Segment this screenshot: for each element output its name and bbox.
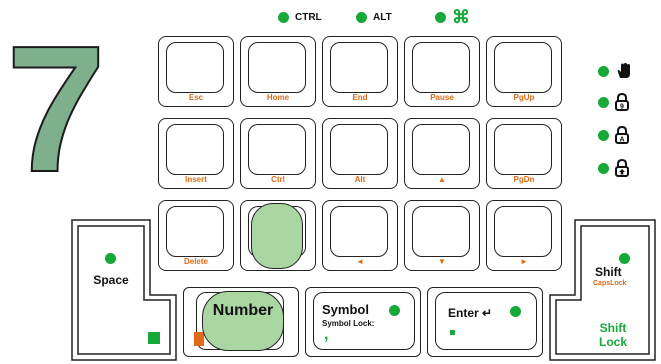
symbol-keycap xyxy=(313,292,415,350)
key-esc[interactable]: Esc xyxy=(158,36,234,107)
status-led-icon xyxy=(598,65,609,77)
space-label: Space xyxy=(93,273,129,287)
enter-key[interactable]: Enter ↵ xyxy=(427,287,543,357)
key-label: ► xyxy=(520,257,528,266)
svg-text:A: A xyxy=(619,137,624,144)
alt-label: ALT xyxy=(373,11,392,23)
keycap xyxy=(248,124,306,175)
key-[interactable]: ▲ xyxy=(404,118,480,189)
keycap xyxy=(494,42,552,93)
key-label: ◄ xyxy=(356,257,364,266)
key-pgdn[interactable]: PgDn xyxy=(486,118,562,189)
keycap xyxy=(166,124,224,175)
shift-label: Shift xyxy=(595,265,622,279)
layer-lock-icon: 9 xyxy=(615,93,629,111)
enter-keycap xyxy=(435,292,537,350)
status-led-icon xyxy=(598,162,609,174)
number-key[interactable]: Number xyxy=(183,287,299,357)
key-pgup[interactable]: PgUp xyxy=(486,36,562,107)
number-label: Number xyxy=(212,302,274,319)
status-shift-lock xyxy=(598,159,638,177)
key-pause[interactable]: Pause xyxy=(404,36,480,107)
ctrl-led-icon xyxy=(278,11,289,23)
key-label: Esc xyxy=(188,93,204,102)
key-label: Delete xyxy=(183,257,208,266)
key-[interactable]: ► xyxy=(486,200,562,271)
symbol-led-icon xyxy=(389,305,400,316)
enter-indicator-icon xyxy=(450,330,455,335)
keycap xyxy=(412,124,470,175)
key-ctrl[interactable]: Ctrl xyxy=(240,118,316,189)
shift-lock-label: Shift Lock xyxy=(599,321,627,349)
space-indicator-icon xyxy=(148,332,160,344)
key-[interactable]: ▼ xyxy=(404,200,480,271)
keycap xyxy=(330,124,388,175)
key-label: Alt xyxy=(354,175,366,184)
shift-key[interactable]: Shift CapsLock Shift Lock xyxy=(581,226,649,354)
symbol-label: Symbol xyxy=(322,302,369,317)
ctrl-label: CTRL xyxy=(295,11,322,23)
caps-lock-icon: A xyxy=(615,126,629,144)
keycap xyxy=(412,206,470,257)
key-[interactable]: ◄ xyxy=(322,200,398,271)
key-insert[interactable]: Insert xyxy=(158,118,234,189)
symbol-lock-value: , xyxy=(324,326,329,343)
enter-led-icon xyxy=(510,306,521,317)
bkspc-active-pad xyxy=(251,203,303,269)
key-label: ▼ xyxy=(438,257,446,266)
keycap xyxy=(330,206,388,257)
key-label: PgDn xyxy=(513,175,535,184)
alt-indicator: ALT xyxy=(356,10,392,24)
shift-lock-line-2: Lock xyxy=(599,335,628,349)
symbol-lock-label: Symbol Lock: xyxy=(322,319,375,328)
shift-lock-icon xyxy=(615,159,629,177)
capslock-label: CapsLock xyxy=(593,280,627,287)
keycap xyxy=(494,206,552,257)
hand-icon xyxy=(617,63,630,78)
symbol-key[interactable]: Symbol Symbol Lock: , xyxy=(305,287,421,357)
status-layer-lock: 9 xyxy=(598,93,638,111)
enter-label: Enter ↵ xyxy=(448,306,493,320)
keycap xyxy=(412,42,470,93)
key-label: Home xyxy=(266,93,290,102)
keycap xyxy=(166,206,224,257)
key-label: PgUp xyxy=(513,93,535,102)
key-label: Insert xyxy=(185,175,207,184)
status-led-icon xyxy=(598,96,609,108)
key-label: Ctrl xyxy=(271,175,285,184)
key-end[interactable]: End xyxy=(322,36,398,107)
space-key[interactable]: Space xyxy=(78,226,160,354)
command-icon: ⌘ xyxy=(452,7,470,27)
svg-text:9: 9 xyxy=(620,104,624,111)
shift-led-icon xyxy=(619,253,630,264)
key-home[interactable]: Home xyxy=(240,36,316,107)
alt-led-icon xyxy=(356,11,367,23)
key-label: ▲ xyxy=(438,175,446,184)
status-caps-lock: A xyxy=(598,126,638,144)
status-hand xyxy=(598,62,638,80)
number-active-pad xyxy=(202,291,284,351)
shift-lock-line-1: Shift xyxy=(599,321,627,335)
number-orange-marker-icon xyxy=(194,332,204,346)
key-alt[interactable]: Alt xyxy=(322,118,398,189)
space-led-icon xyxy=(105,253,116,264)
ctrl-indicator: CTRL xyxy=(278,10,322,24)
key-delete[interactable]: Delete xyxy=(158,200,234,271)
keycap xyxy=(248,42,306,93)
cmd-led-icon xyxy=(435,11,446,23)
keycap xyxy=(166,42,224,93)
cmd-indicator: ⌘ xyxy=(435,7,470,27)
key-label: Pause xyxy=(430,93,454,102)
keycap xyxy=(330,42,388,93)
key-label: End xyxy=(352,93,368,102)
keycap xyxy=(494,124,552,175)
status-led-icon xyxy=(598,129,609,141)
